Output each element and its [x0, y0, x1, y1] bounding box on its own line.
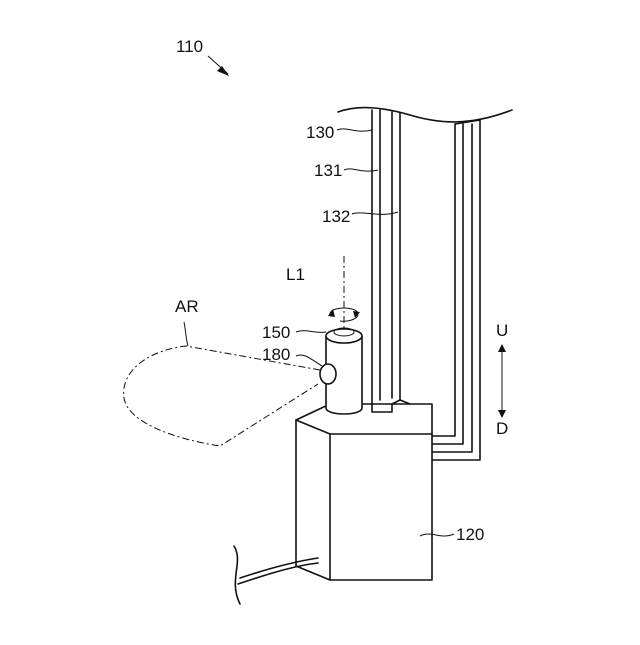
housing-120 [296, 400, 432, 580]
channel-right [428, 120, 480, 460]
label-L1: L1 [286, 265, 305, 284]
lens-icon [320, 364, 336, 384]
break-line-top [338, 108, 512, 122]
label-132: 132 [322, 207, 350, 226]
label-D: D [496, 419, 508, 438]
ref-arrow-icon [208, 56, 229, 76]
label-180: 180 [262, 345, 290, 364]
label-150: 150 [262, 323, 290, 342]
camera-150 [320, 328, 362, 414]
label-120: 120 [456, 525, 484, 544]
area-outline [124, 346, 320, 446]
label-131: 131 [314, 161, 342, 180]
rail-130 [372, 110, 400, 408]
label-130: 130 [306, 123, 334, 142]
direction-arrow-icon [498, 344, 506, 418]
label-110: 110 [176, 37, 203, 56]
label-AR: AR [175, 297, 199, 316]
label-U: U [496, 321, 508, 340]
